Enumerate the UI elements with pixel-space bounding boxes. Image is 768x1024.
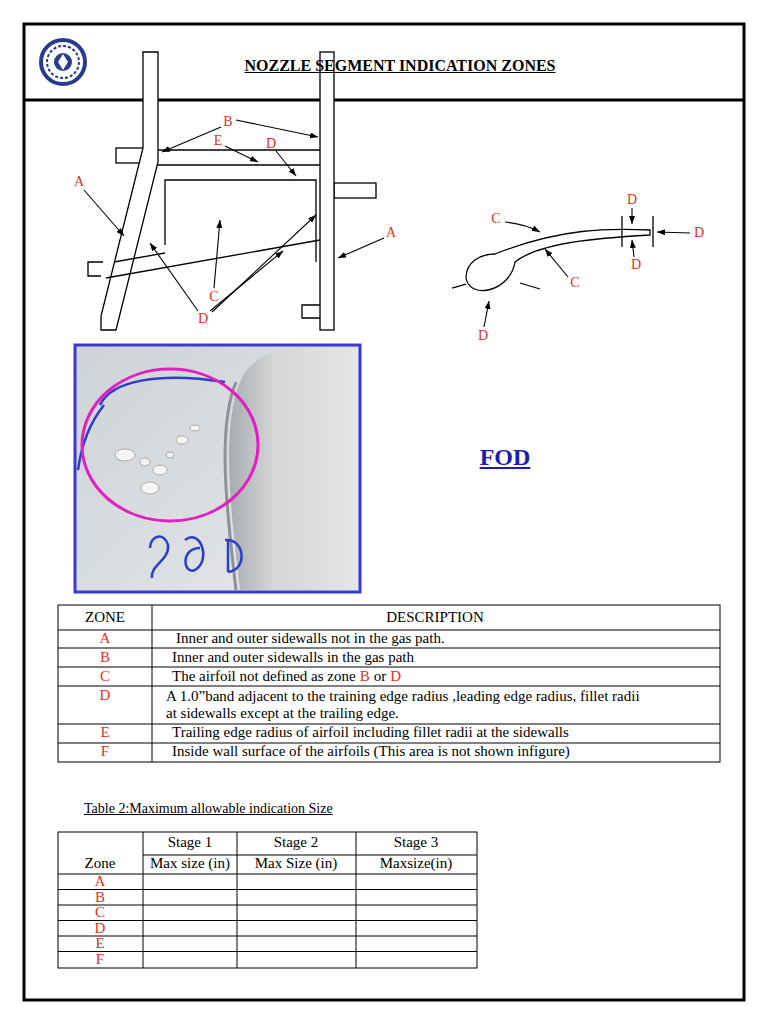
airfoil-section [452,216,653,291]
zone-table-grid [58,605,720,762]
description-cell: A 1.0”band adjacent to the training edge… [166,688,644,723]
zone-letter: E [214,133,223,149]
description-cell: Inner and outer sidewalls in the gas pat… [172,649,414,666]
table-header: Max Size (in) [255,855,337,872]
description-cell: The airfoil not defined as zone [172,668,356,685]
zone-cell: C [95,904,105,921]
table-header: Stage 1 [168,834,213,851]
zone-cell: A [95,873,106,890]
leader-arrows [84,120,384,312]
zone-letter: C [491,211,500,227]
zone-cell: E [95,935,104,952]
zone-cell: F [96,951,104,968]
table-header: Stage 3 [394,834,439,851]
header-rule [24,99,744,102]
zone-cell: D [100,687,111,704]
page-frame [24,24,744,1000]
text-run: The airfoil not defined as zoneBorD [172,668,401,685]
zone-letter: A [74,174,84,190]
zone-cell: B [100,649,110,666]
zone-cell: E [100,724,109,741]
zone-cell: A [100,630,111,647]
description-cell: Trailing edge radius of airfoil includin… [172,724,569,741]
fod-photo [75,345,360,592]
table-header: DESCRIPTION [386,609,484,626]
description-cell: or [374,668,387,685]
zone-cell: B [95,889,105,906]
zone-letter: B [223,114,232,130]
zone-letter: C [209,289,218,305]
description-cell: Inside wall surface of the airfoils (Thi… [172,743,570,760]
zone-cell: C [100,668,110,685]
logo [41,40,85,84]
zone-letter: C [570,275,579,291]
zone-letter: D [627,192,637,208]
photo-heading: FOD [480,444,531,472]
zone-letter: D [266,136,276,152]
zone-letter: A [386,225,396,241]
size-table-grid [58,832,477,968]
leader-arrows [484,208,690,327]
zone-reference: D [390,668,401,685]
table-header: Zone [85,855,116,872]
zone-letter: D [694,225,704,241]
description-cell: Inner and outer sidewalls not in the gas… [176,630,445,647]
zone-letter: D [631,257,641,273]
table-header: Maxsize(in) [380,855,452,872]
zone-reference: B [360,668,370,685]
table-header: Stage 2 [274,834,319,851]
zone-letter: D [478,328,488,344]
table-caption: Table 2:Maximum allowable indication Siz… [84,801,333,817]
nozzle-segment-drawing [88,52,376,330]
zone-letter: D [198,311,208,327]
table-header: Max size (in) [150,855,230,872]
zone-cell: D [95,920,106,937]
table-header: ZONE [85,609,125,626]
document-title: NOZZLE SEGMENT INDICATION ZONES [244,57,555,75]
zone-cell: F [101,743,109,760]
